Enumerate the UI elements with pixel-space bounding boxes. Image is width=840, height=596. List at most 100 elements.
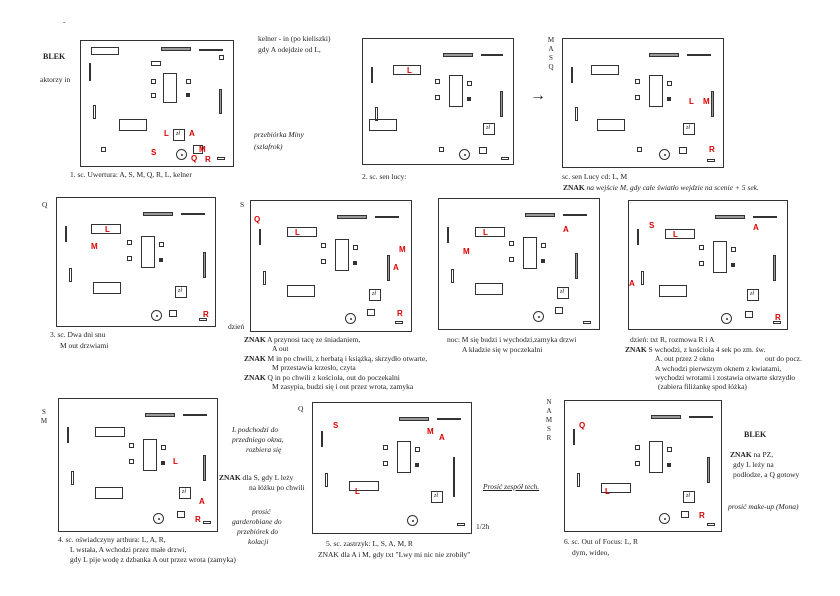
chair	[731, 247, 736, 252]
chair	[383, 445, 388, 450]
platform	[95, 427, 125, 437]
wall-segment	[181, 213, 205, 215]
stage-plan-5: zł Q L M A R	[250, 200, 412, 332]
half-hour-label: 1/2h	[476, 522, 490, 531]
window	[203, 252, 206, 278]
box	[177, 511, 185, 518]
actor-l: L	[673, 230, 678, 239]
box	[773, 321, 781, 324]
round-table	[407, 515, 418, 526]
caption-scene-4: 4. sc. oświadczyny arthura: L, A, R,	[58, 535, 166, 544]
round-table	[176, 149, 187, 160]
chair	[467, 81, 472, 86]
actor-m: M	[703, 97, 710, 106]
wall-segment	[199, 49, 223, 51]
window	[773, 255, 776, 281]
znak-label: ZNAK	[244, 354, 266, 363]
door	[69, 268, 72, 282]
chair	[667, 97, 671, 101]
wall-segment	[651, 415, 681, 419]
chair	[467, 97, 471, 101]
platform	[349, 481, 379, 491]
wall-segment	[89, 63, 91, 81]
caption-scene-3: 3. sc. Dwa dni snu	[50, 330, 106, 339]
box	[707, 159, 715, 162]
stage-plan-9: zł S M A L	[312, 402, 472, 534]
chair	[635, 445, 640, 450]
note-l-podchodzi-2: przedniego okna,	[232, 435, 284, 444]
bed	[597, 119, 625, 131]
znak-label: ZNAK	[244, 335, 266, 344]
chair	[383, 461, 388, 466]
scene-cue-1b: A out	[272, 344, 289, 353]
caption-scene-3b: M out drzwiami	[60, 341, 109, 350]
wall-segment	[563, 214, 587, 216]
actor-l: L	[295, 228, 300, 237]
cue-text: A przynosi tacę ze śniadaniem,	[267, 335, 361, 344]
actor-a: A	[189, 129, 195, 138]
box	[637, 147, 642, 152]
stage-plan-3: zł L M R	[562, 38, 724, 168]
wall-segment	[375, 216, 399, 218]
box	[439, 147, 444, 152]
kelner-note-2: gdy A odejdzie od L,	[258, 45, 321, 54]
cue-text: dla S, gdy L leży	[242, 473, 294, 482]
actor-r: R	[397, 309, 403, 318]
wall-segment	[371, 67, 373, 83]
wall-segment	[481, 54, 503, 56]
platform	[591, 65, 619, 75]
box	[219, 55, 224, 60]
chair	[731, 263, 735, 267]
namsr-label: NAMSR	[545, 398, 553, 442]
stage-plan-7: zł S L A A R	[628, 200, 788, 330]
chair	[541, 259, 545, 263]
window	[711, 91, 714, 117]
platform	[475, 227, 505, 237]
chair	[699, 245, 704, 250]
chair	[415, 447, 420, 452]
q-label: Q	[42, 200, 48, 209]
zl-box	[179, 487, 191, 499]
note-l-podchodzi-3: rozbiera się	[246, 445, 282, 454]
actor-a-left: A	[629, 279, 635, 288]
caption-scene-4b: L wstała, A wchodzi przez małe drzwi,	[70, 545, 187, 554]
chair	[667, 81, 672, 86]
actor-a: A	[563, 225, 569, 234]
caption-scene-1: 1. sc. Uwertura: A, S, M, Q, R, L, kelne…	[70, 170, 192, 179]
chair	[635, 461, 640, 466]
actor-r: R	[699, 511, 705, 520]
box	[479, 147, 487, 154]
stage-plan-8: zł L A R	[58, 398, 218, 532]
caption-scene-2b-cue: ZNAK na wejście M, gdy całe światło wejd…	[563, 183, 759, 192]
masq-label: MASQ	[547, 36, 555, 71]
box	[583, 321, 591, 324]
box	[681, 511, 689, 518]
table	[397, 441, 411, 473]
znak-label: ZNAK	[219, 473, 241, 482]
table	[713, 241, 727, 273]
cue-text: M się budzi i wychodzi,zamyka drzwi	[461, 335, 577, 344]
door	[451, 269, 454, 283]
bed	[369, 119, 397, 131]
actor-l: L	[407, 66, 412, 75]
window	[707, 457, 710, 483]
actor-r: R	[775, 313, 781, 322]
caption-dzien-4: A wchodzi pierwszym oknem z kwiatami,	[655, 364, 782, 373]
actor-l: L	[605, 487, 610, 496]
wall-segment	[259, 229, 261, 245]
zl-box	[431, 491, 443, 503]
caption-dzien-6: (zabiera filiżankę spod łóżka)	[658, 382, 747, 391]
door	[575, 107, 578, 121]
q-mid-label: Q	[298, 404, 304, 413]
cue-text: S wchodzi, z kościoła 4 sek po zm. św.	[648, 345, 766, 354]
znak-label: ZNAK	[625, 345, 647, 354]
zl-label: zł	[178, 288, 183, 294]
caption-dzien-3: A. out przez 2 okno	[655, 354, 715, 363]
chair	[667, 447, 672, 452]
box	[501, 157, 509, 160]
actor-m: M	[399, 245, 406, 254]
chair	[435, 95, 440, 100]
actor-a: A	[199, 497, 205, 506]
cue-text: txt R, rozmowa R i A	[650, 335, 715, 344]
actor-m: M	[91, 242, 98, 251]
